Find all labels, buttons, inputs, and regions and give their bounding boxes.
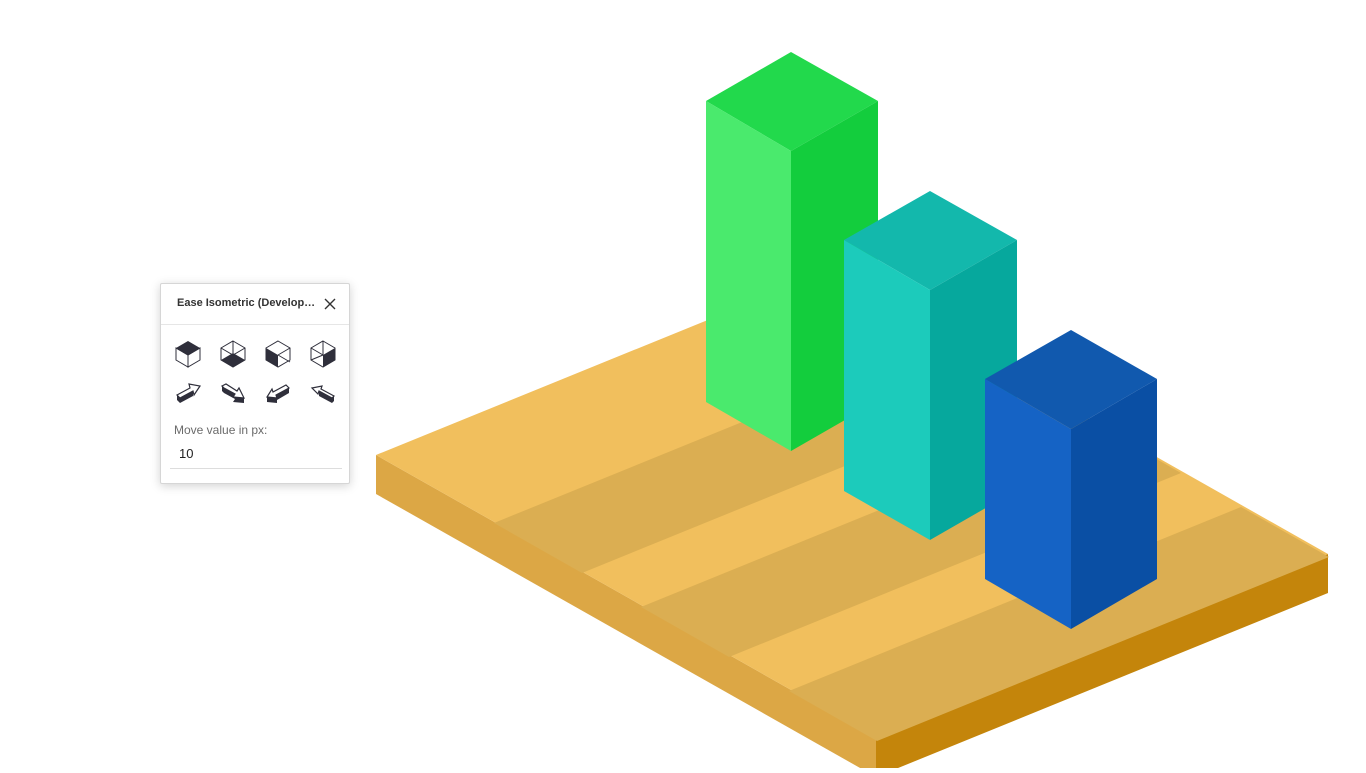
cube-right-face-icon [310, 340, 336, 368]
cube-top-face-icon [175, 341, 201, 368]
cube-top-face-button[interactable] [172, 337, 204, 369]
move-up-right-icon [176, 383, 202, 403]
blue-bar-left [985, 379, 1071, 629]
ease-isometric-panel: Ease Isometric (Develop… [160, 283, 350, 484]
cube-left-face-icon [220, 340, 246, 368]
move-value-input[interactable] [170, 439, 342, 469]
move-down-left-button[interactable] [262, 378, 294, 410]
panel-header: Ease Isometric (Develop… [161, 284, 349, 325]
cube-left-face-button[interactable] [217, 337, 249, 369]
platform-left-side [376, 455, 876, 773]
move-down-left-icon [265, 384, 290, 403]
close-button[interactable] [321, 295, 339, 313]
platform-stripe-3 [789, 507, 1329, 741]
cube-right-face-button[interactable] [307, 337, 339, 369]
teal-bar-top [844, 191, 1017, 290]
green-bar-top [706, 52, 878, 151]
move-up-left-icon [310, 385, 335, 403]
move-value-label: Move value in px: [174, 423, 268, 437]
cube-front-face-button[interactable] [262, 337, 294, 369]
move-down-right-button[interactable] [217, 378, 249, 410]
cube-front-face-icon [265, 340, 291, 368]
blue-bar-right [1071, 379, 1157, 629]
move-up-left-button[interactable] [307, 378, 339, 410]
green-bar-left [706, 101, 791, 451]
platform-right-side [876, 554, 1328, 773]
teal-bar-left [844, 240, 930, 540]
move-up-right-button[interactable] [172, 378, 204, 410]
blue-bar-top [985, 330, 1157, 429]
move-down-right-icon [220, 383, 246, 403]
close-icon [324, 298, 336, 310]
panel-title: Ease Isometric (Develop… [177, 297, 316, 309]
blue-bar[interactable] [985, 330, 1157, 629]
teal-bar[interactable] [844, 191, 1017, 540]
